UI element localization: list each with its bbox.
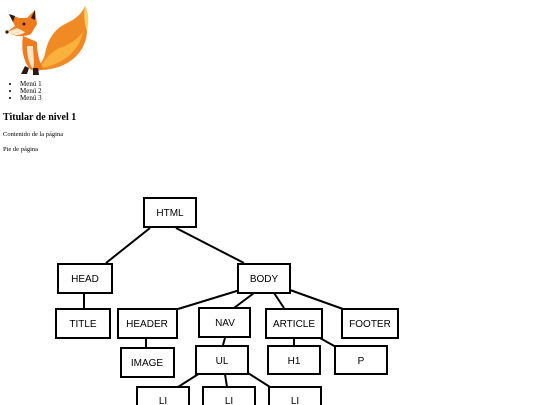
- node-ul-box: [195, 345, 249, 375]
- node-article-box: [265, 308, 323, 339]
- edge-ul-li-3: [247, 372, 271, 388]
- menu-item-3[interactable]: Menú 3: [20, 95, 42, 102]
- node-li-3-label: LI: [291, 396, 299, 405]
- node-html-box: [143, 197, 197, 228]
- menu-item-2[interactable]: Menú 2: [20, 88, 42, 95]
- node-body-label: BODY: [250, 274, 279, 285]
- edge-body-article: [273, 292, 285, 309]
- edge-html-head: [105, 227, 151, 264]
- fox-logo: [5, 6, 89, 75]
- node-li-2-label: LI: [225, 396, 233, 405]
- node-ul-label: UL: [216, 356, 229, 367]
- node-li-1-box: [136, 386, 190, 405]
- menu-item-1[interactable]: Menú 1: [20, 81, 42, 88]
- node-nav-label: NAV: [215, 318, 235, 329]
- node-p-label: P: [358, 356, 365, 367]
- node-image-label: IMAGE: [131, 358, 164, 369]
- page-content: Contenido de la página: [3, 131, 64, 138]
- node-title-box: [55, 308, 111, 339]
- node-title-label: TITLE: [69, 319, 97, 330]
- node-li-2-box: [202, 386, 256, 405]
- edge-nav-ul: [222, 337, 226, 346]
- node-h1-box: [267, 345, 321, 375]
- node-head-label: HEAD: [71, 274, 99, 285]
- node-h1-label: H1: [288, 356, 301, 367]
- page-footer: Pie de página: [3, 146, 39, 153]
- page-heading: Titular de nivel 1: [3, 112, 77, 123]
- node-body-box: [237, 263, 291, 294]
- edge-ul-li-1: [177, 372, 201, 388]
- node-footer-box: [341, 308, 399, 339]
- node-nav-box: [198, 307, 251, 338]
- edge-html-body: [175, 227, 245, 264]
- node-p-box: [334, 345, 388, 375]
- edge-article-p: [319, 337, 337, 348]
- node-li-3-box: [268, 386, 322, 405]
- main-menu: Menú 1 Menú 2 Menú 3: [5, 81, 42, 102]
- node-footer-label: FOOTER: [349, 319, 391, 330]
- edge-body-footer: [289, 289, 344, 310]
- edge-ul-li-2: [224, 373, 228, 388]
- node-html-label: HTML: [156, 208, 184, 219]
- node-header-label: HEADER: [126, 319, 168, 330]
- edge-body-header: [177, 289, 241, 310]
- edge-body-nav: [233, 292, 255, 309]
- node-li-1-label: LI: [159, 396, 167, 405]
- node-head-box: [57, 263, 113, 294]
- node-article-label: ARTICLE: [273, 319, 315, 330]
- node-header-box: [117, 308, 178, 339]
- node-image-box: [120, 347, 175, 378]
